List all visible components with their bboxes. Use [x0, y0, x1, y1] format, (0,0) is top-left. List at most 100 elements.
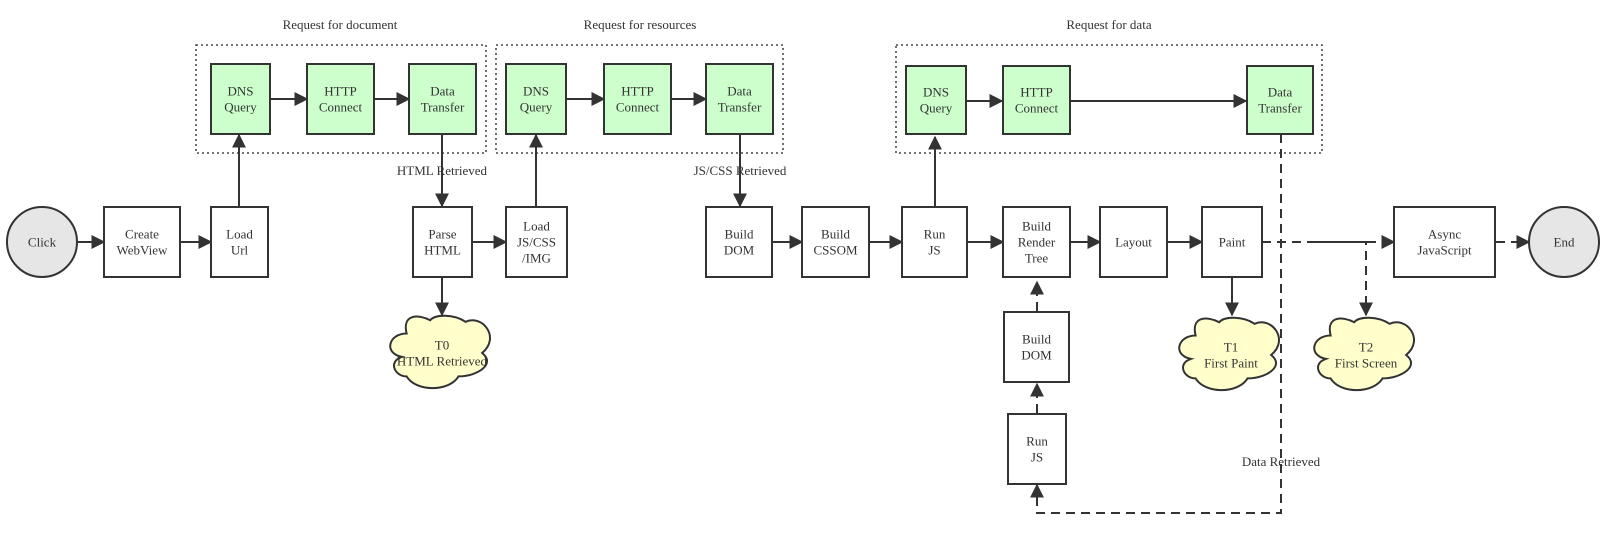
group-box-data — [895, 44, 1323, 154]
node-async-javascript-shape — [1393, 206, 1496, 278]
node-build-cssom-shape — [801, 206, 870, 278]
node-t2-first-screen-shape — [1313, 316, 1415, 391]
node-end-label: End — [1554, 235, 1575, 250]
node-t1-first-paint-shape — [1178, 316, 1280, 391]
node-parse-html-shape — [412, 206, 473, 278]
node-build-dom-2-label-line: DOM — [1021, 348, 1052, 363]
node-layout-label-line: Layout — [1115, 235, 1152, 250]
node-dns-query-3-shape — [905, 65, 967, 135]
node-dns-query-1-shape — [210, 63, 271, 135]
node-data-transfer-2-label-line: Transfer — [718, 100, 762, 115]
node-build-render-tree-label-line: Build — [1022, 219, 1051, 234]
node-async-javascript-label-line: Async — [1428, 227, 1461, 242]
node-load-url-label-line: Url — [231, 243, 249, 258]
node-http-connect-2-label-line: Connect — [616, 100, 660, 115]
node-http-connect-1-shape — [306, 63, 375, 135]
node-data-transfer-1-label-line: Transfer — [421, 100, 465, 115]
node-data-transfer-1-label-line: Data — [430, 84, 455, 99]
node-load-resources-label-line: JS/CSS — [517, 235, 556, 250]
node-paint-shape — [1201, 206, 1263, 278]
node-dns-query-3-label-line: Query — [920, 101, 953, 116]
edge-label-html-retrieved: HTML Retrieved — [397, 163, 488, 178]
edges — [77, 92, 1248, 317]
node-end: End — [1528, 206, 1600, 278]
node-load-resources-label-line: Load — [523, 219, 550, 234]
node-data-transfer-2-shape — [705, 63, 774, 135]
node-http-connect-3-label-line: Connect — [1015, 101, 1059, 116]
group-title-document: Request for document — [283, 17, 398, 32]
node-paint-label-line: Paint — [1219, 235, 1246, 250]
node-build-dom-shape — [705, 206, 773, 278]
node-click-label: Click — [28, 235, 57, 250]
node-t0-html-retrieved-label-line: HTML Retrieved — [397, 354, 488, 369]
node-paint: Paint — [1201, 206, 1263, 278]
group-title-data: Request for data — [1066, 17, 1151, 32]
edge-transfer3-runjs2 — [1030, 134, 1282, 514]
node-create-webview-label-line: Create — [125, 227, 159, 242]
node-build-cssom-label-line: Build — [821, 227, 850, 242]
node-run-js-label-line: Run — [924, 227, 946, 242]
node-dns-query-2-shape — [505, 63, 567, 135]
node-parse-html-label-line: Parse — [428, 227, 456, 242]
node-data-transfer-3-label-line: Data — [1268, 85, 1293, 100]
node-http-connect-2-label-line: HTTP — [621, 84, 654, 99]
node-run-js-2-label-line: Run — [1026, 434, 1048, 449]
group-title-resources: Request for resources — [584, 17, 697, 32]
node-run-js-label-line: JS — [928, 243, 940, 258]
node-layout-shape — [1099, 206, 1168, 278]
node-build-render-tree-shape — [1002, 206, 1071, 278]
node-data-transfer-2-label-line: Data — [727, 84, 752, 99]
node-t2-first-screen-label-line: First Screen — [1335, 356, 1398, 371]
node-load-resources-label-line: /IMG — [522, 251, 551, 266]
node-build-dom-2-shape — [1003, 311, 1070, 383]
group-box-document — [195, 44, 487, 154]
node-end-shape — [1528, 206, 1600, 278]
node-build-render-tree-label-line: Tree — [1025, 251, 1049, 266]
node-t0-html-retrieved-label-line: T0 — [435, 338, 449, 353]
node-dns-query-1-label-line: DNS — [227, 84, 253, 99]
node-build-cssom-label-line: CSSOM — [813, 243, 858, 258]
node-run-js-2-label-line: JS — [1031, 450, 1043, 465]
node-t2-first-screen-label-line: T2 — [1359, 340, 1373, 355]
node-create-webview-label-line: WebView — [117, 243, 168, 258]
node-http-connect-3-label-line: HTTP — [1020, 85, 1053, 100]
node-t1-first-paint-label-line: T1 — [1224, 340, 1238, 355]
node-click-label-line: Click — [28, 235, 57, 250]
node-dns-query-1-label-line: Query — [224, 100, 257, 115]
node-build-dom-label-line: DOM — [724, 243, 755, 258]
node-http-connect-3-shape — [1002, 65, 1071, 135]
node-load-resources-shape — [505, 206, 568, 278]
